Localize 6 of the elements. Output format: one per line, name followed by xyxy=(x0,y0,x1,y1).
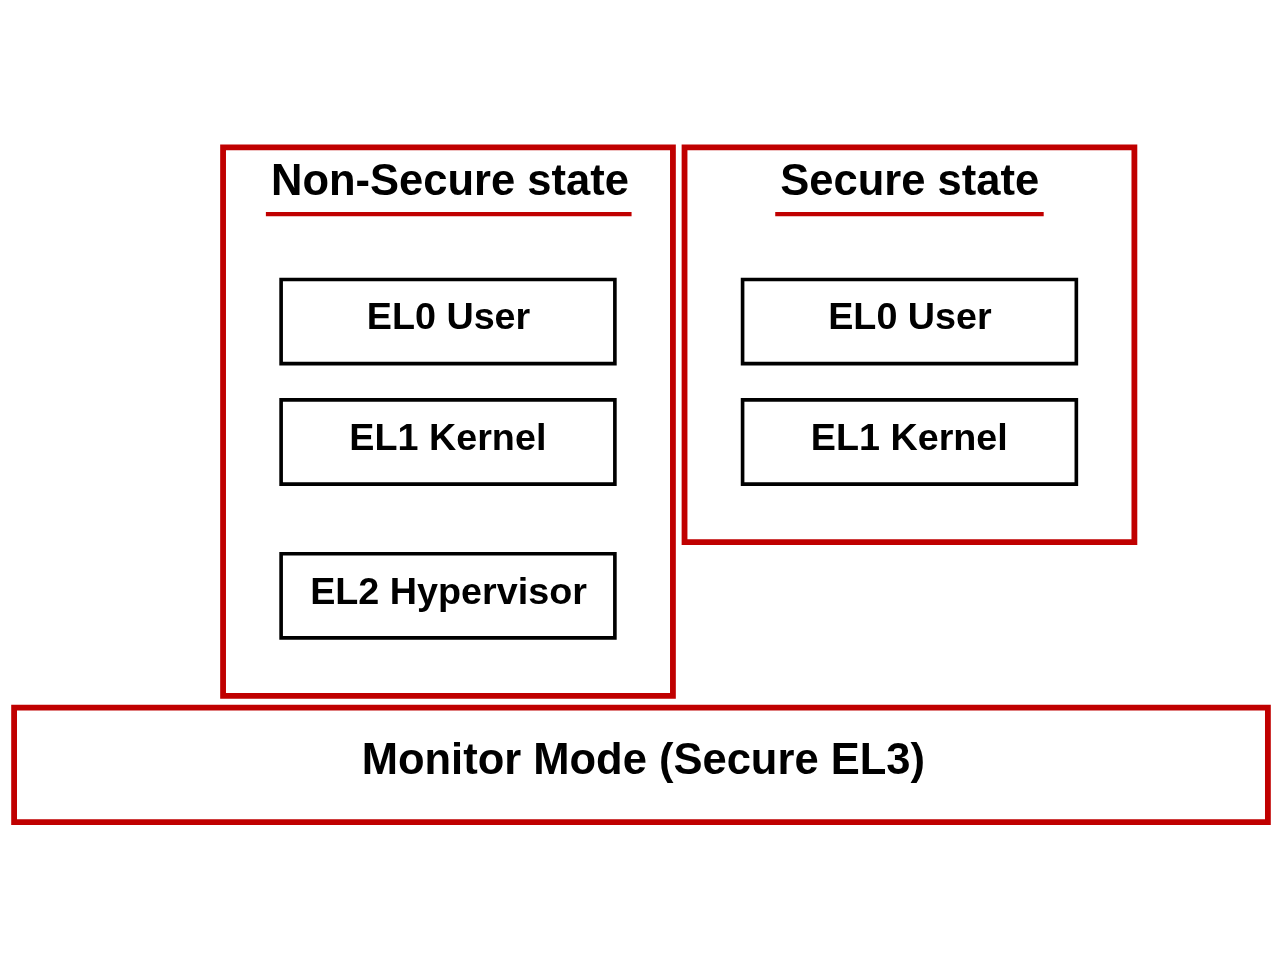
node-box: EL0 User xyxy=(279,277,617,365)
node-box: EL1 Kernel xyxy=(740,397,1079,486)
node-box: EL2 Hypervisor xyxy=(279,551,617,640)
node-box: EL1 Kernel xyxy=(279,397,617,486)
node-box: Monitor Mode (Secure EL3) xyxy=(11,704,1271,825)
node-box: EL0 User xyxy=(740,277,1079,365)
